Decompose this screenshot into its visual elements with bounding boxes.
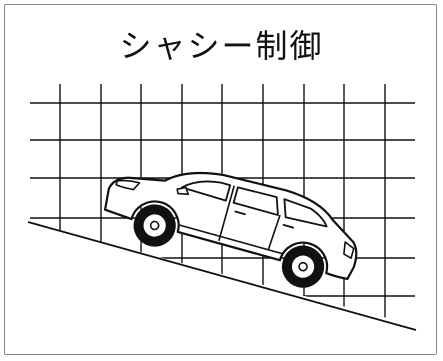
headlight (115, 179, 141, 191)
vehicle-body (103, 171, 358, 281)
suv-side-view-icon (103, 171, 358, 288)
door-line (267, 214, 281, 251)
diagram-title: シャシー制御 (119, 27, 324, 65)
door-handle (282, 224, 295, 229)
rear-wheel (281, 245, 325, 288)
taillight (343, 241, 355, 259)
front-wheel (133, 204, 176, 247)
door-handle (234, 210, 246, 216)
side-mirror (176, 186, 190, 196)
rear-window (232, 186, 279, 216)
front-window (180, 180, 232, 202)
rear-quarter-window (283, 198, 328, 228)
slope-line (27, 221, 417, 331)
door-line (218, 185, 235, 242)
lower-trim-line (178, 224, 283, 255)
